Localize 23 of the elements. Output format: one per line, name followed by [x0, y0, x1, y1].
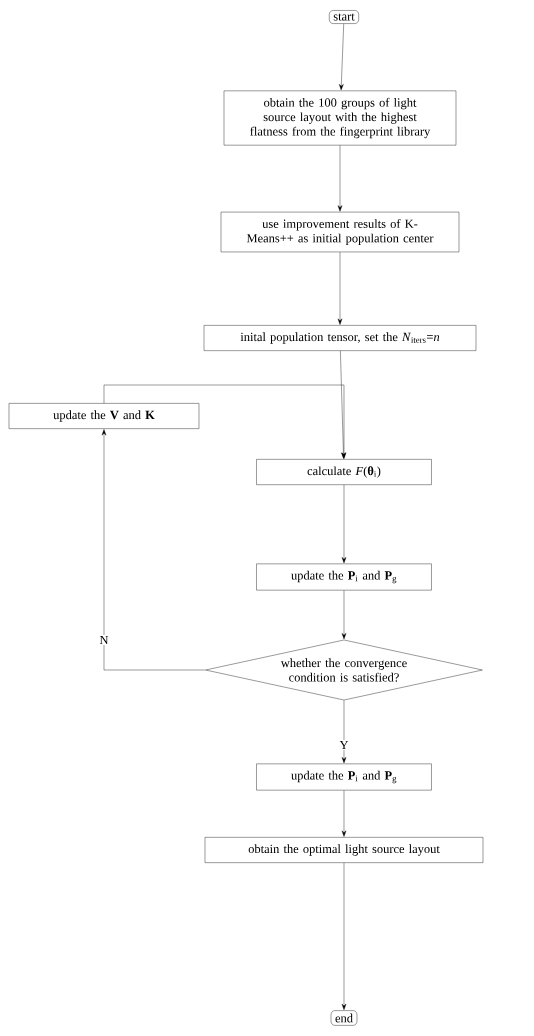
arrow	[341, 484, 347, 564]
process-box: update the V and K	[8, 403, 200, 429]
arrow	[101, 429, 206, 671]
process-box: obtain the optimal light source layout	[204, 837, 484, 863]
process-box: update the P$_{i}$ and P$_{g}$	[256, 563, 432, 591]
arrow	[339, 23, 344, 91]
process-box: obtain the 100 groups of light source layout with the highest flatness from the fingerprint library	[223, 90, 457, 146]
terminal-box: end	[330, 1010, 358, 1026]
process-box: inital population tensor, set the N$_{iters}$=n	[203, 325, 477, 351]
arrow	[341, 790, 347, 837]
arrow	[103, 384, 347, 459]
arrow	[341, 700, 347, 764]
arrow	[341, 590, 347, 640]
process-box: calculate F(θ$_{i}$)	[256, 459, 432, 485]
arrow	[340, 350, 346, 459]
process-box: update the P$_{i}$ and P$_{g}$	[256, 763, 432, 791]
terminal-box: start	[329, 10, 359, 24]
arrow	[337, 145, 343, 212]
process-box: use improvement results of K-Means++ as initial population center	[220, 211, 460, 253]
edge-label: Y	[338, 739, 350, 751]
edge-label: N	[98, 634, 110, 646]
arrow	[341, 862, 347, 1011]
arrow	[337, 251, 343, 325]
